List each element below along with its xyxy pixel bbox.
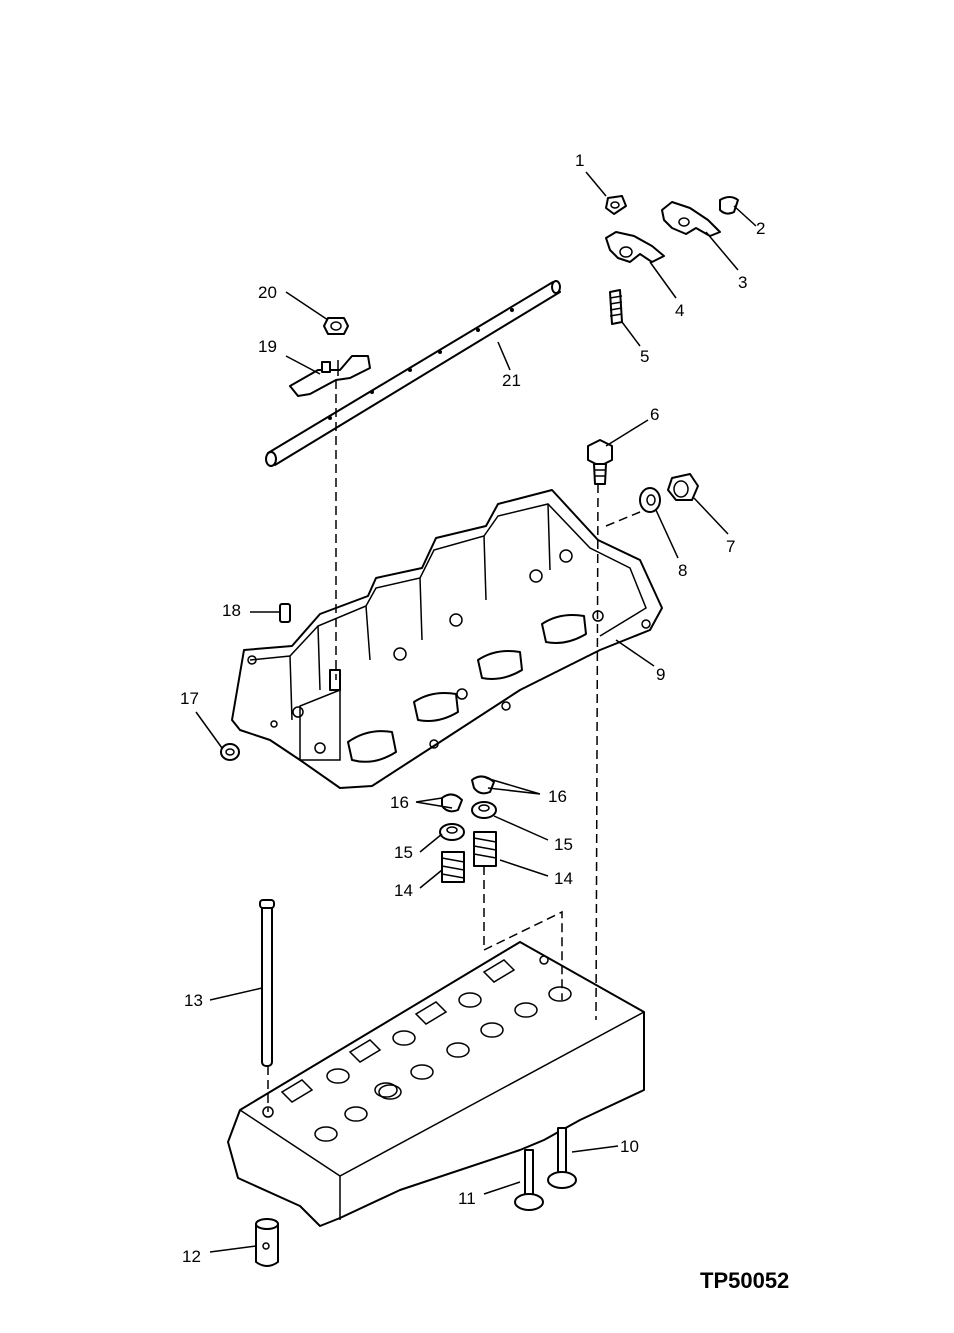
callout-11: 11 (458, 1189, 476, 1208)
callout-20: 20 (258, 283, 277, 302)
cap (220, 743, 240, 761)
rocker-parts (605, 195, 739, 325)
callout-9: 9 (656, 665, 665, 684)
callout-8: 8 (678, 561, 687, 580)
callout-10: 10 (620, 1137, 639, 1156)
callout-3: 3 (738, 273, 747, 292)
callout-18: 18 (222, 601, 241, 620)
figure-id: TP50052 (700, 1268, 789, 1293)
bolt (587, 439, 613, 485)
callout-16-left: 16 (390, 793, 409, 812)
tappet (255, 1218, 279, 1267)
callout-14-right: 14 (554, 869, 573, 888)
stud (329, 669, 341, 691)
callout-16-right: 16 (548, 787, 567, 806)
callout-17: 17 (180, 689, 199, 708)
cylinder-head (227, 941, 645, 1227)
callout-1: 1 (575, 151, 584, 170)
callout-15-right: 15 (554, 835, 573, 854)
bracket-nut (323, 317, 349, 335)
plug (667, 473, 699, 501)
callout-6: 6 (650, 405, 659, 424)
valve-train-parts (439, 775, 497, 883)
callout-19: 19 (258, 337, 277, 356)
callout-14-left: 14 (394, 881, 413, 900)
callout-12: 12 (182, 1247, 201, 1266)
callout-5: 5 (640, 347, 649, 366)
dowel-pin (279, 603, 291, 623)
callout-21: 21 (502, 371, 521, 390)
callout-13: 13 (184, 991, 203, 1010)
callout-labels: 1 2 3 4 5 6 7 8 9 10 11 12 13 14 14 15 1… (180, 151, 765, 1266)
rocker-shaft (265, 280, 561, 467)
pushrod (259, 899, 275, 1067)
callout-7: 7 (726, 537, 735, 556)
callout-2: 2 (756, 219, 765, 238)
callout-15-left: 15 (394, 843, 413, 862)
seal-washer (639, 487, 661, 513)
rocker-housing (231, 489, 663, 789)
alignment-lines (267, 380, 641, 1112)
valves (514, 1127, 577, 1211)
shaft-bracket (289, 355, 371, 397)
callout-4: 4 (675, 301, 684, 320)
leader-lines (195, 171, 757, 1253)
